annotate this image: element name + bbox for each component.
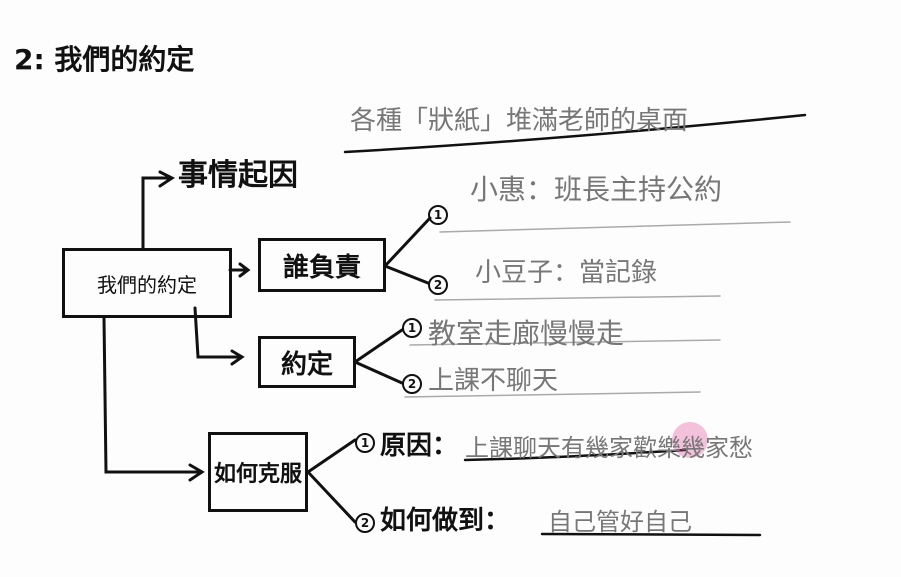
responsible-node: 誰負責 bbox=[258, 238, 386, 292]
reason-text: 上課聊天有幾家歡樂幾家愁 bbox=[465, 434, 753, 462]
line-to-cause bbox=[141, 176, 172, 250]
number-badge: 1 bbox=[355, 433, 375, 453]
branch-responsible bbox=[383, 216, 432, 285]
agreement-node: 約定 bbox=[258, 336, 356, 388]
arrow-to-responsible bbox=[228, 262, 251, 278]
branch-overcome bbox=[306, 438, 357, 524]
cause-label: 事情起因 bbox=[178, 158, 298, 193]
responsible-item-1: 小惠：班長主持公約 bbox=[470, 173, 723, 206]
underline-reason bbox=[463, 448, 687, 462]
branch-agreement bbox=[353, 328, 404, 385]
reason-label: 原因： bbox=[380, 431, 459, 461]
responsible-item-2: 小豆子：當記錄 bbox=[475, 258, 658, 288]
center-node: 我們的約定 bbox=[62, 248, 232, 318]
number-badge: 2 bbox=[428, 275, 448, 295]
underline-do bbox=[540, 532, 762, 537]
pink-stain bbox=[672, 422, 708, 458]
agreement-item-1: 教室走廊慢慢走 bbox=[428, 317, 625, 350]
arrow-head bbox=[158, 170, 175, 188]
number-badge: 2 bbox=[402, 374, 422, 394]
agreement-item-2: 上課不聊天 bbox=[428, 366, 559, 396]
how-label: 如何做到： bbox=[380, 506, 511, 536]
cause-text: 各種「狀紙」堆滿老師的桌面 bbox=[350, 106, 689, 136]
arrow-to-overcome bbox=[102, 316, 205, 482]
arrow-to-agreement bbox=[193, 306, 245, 366]
number-badge: 1 bbox=[428, 205, 448, 225]
number-badge: 2 bbox=[355, 513, 375, 533]
number-badge: 1 bbox=[402, 318, 422, 338]
underline-cause bbox=[343, 113, 807, 154]
overcome-node: 如何克服 bbox=[208, 432, 308, 512]
page-title: 2: 我們的約定 bbox=[14, 43, 195, 76]
how-text: 自己管好自己 bbox=[548, 508, 692, 536]
